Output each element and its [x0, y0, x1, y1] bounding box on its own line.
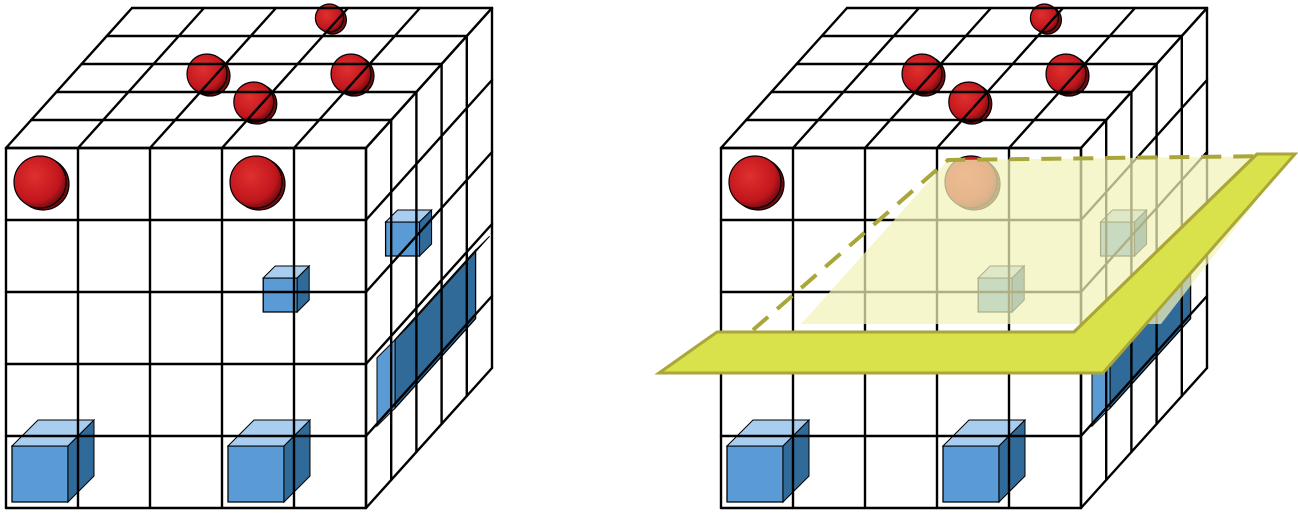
- front-cube-0-front: [726, 445, 784, 503]
- top-sphere-0: [1029, 3, 1060, 33]
- top-sphere-3: [948, 81, 990, 123]
- front-cube-1-front: [227, 445, 285, 503]
- top-sphere-1: [901, 53, 943, 95]
- plane-far-edge: [751, 154, 1270, 332]
- front-cube-0-side: [782, 418, 810, 504]
- grid-lines: [4, 6, 494, 510]
- front-cube-0-front: [11, 445, 69, 503]
- front-cube-1-side: [283, 418, 311, 504]
- front-sphere-1: [229, 155, 283, 209]
- inner-cube-0-front: [262, 277, 298, 313]
- inner-cube-0-side: [296, 264, 310, 314]
- front-face: [6, 148, 366, 508]
- top-sphere-3: [233, 81, 275, 123]
- top-sphere-2: [1045, 53, 1087, 95]
- top-sphere-2: [330, 53, 372, 95]
- top-face: [6, 8, 492, 148]
- front-sphere-0: [13, 155, 67, 209]
- panel-left: [4, 3, 494, 510]
- top-face: [721, 8, 1207, 148]
- front-sphere-0: [728, 155, 782, 209]
- panel-right: [654, 3, 1298, 510]
- plane-inner-edge: [717, 152, 1259, 334]
- front-cube-1-side: [998, 418, 1026, 504]
- front-cube-1-front: [942, 445, 1000, 503]
- front-cube-0-side: [67, 418, 95, 504]
- top-sphere-0: [314, 3, 344, 33]
- cutting-plane: [654, 152, 1298, 375]
- top-sphere-1: [186, 53, 228, 95]
